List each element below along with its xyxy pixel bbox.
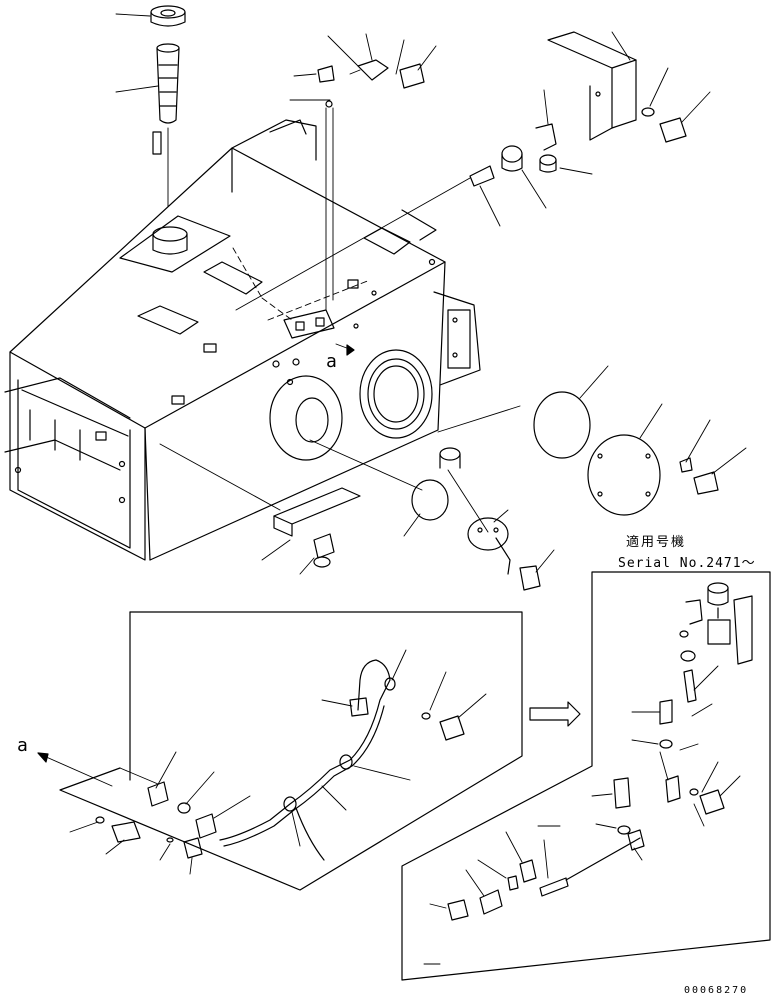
- top-right-bracket: [547, 31, 711, 143]
- strainer: [152, 43, 180, 155]
- top-fittings: [293, 33, 437, 89]
- serial-heading: 適用号機: [626, 535, 687, 550]
- reference-a-left: a: [17, 735, 28, 756]
- serial-frame: [401, 571, 771, 981]
- arrow-right-icon: [529, 701, 581, 727]
- filler-cap: [150, 5, 186, 27]
- level-gauge: [309, 439, 555, 591]
- harness: [37, 649, 487, 875]
- tank-bracket: [261, 487, 361, 575]
- serial-parts: [423, 582, 753, 965]
- gasket-cover: [159, 365, 747, 516]
- reference-a-top: a: [326, 351, 337, 372]
- hose-fittings: [235, 89, 593, 311]
- serial-number: Serial No.2471～: [618, 556, 756, 571]
- drawing-number: 00068270: [684, 985, 749, 996]
- harness-frame: [59, 611, 523, 891]
- fuel-tank: [4, 119, 481, 561]
